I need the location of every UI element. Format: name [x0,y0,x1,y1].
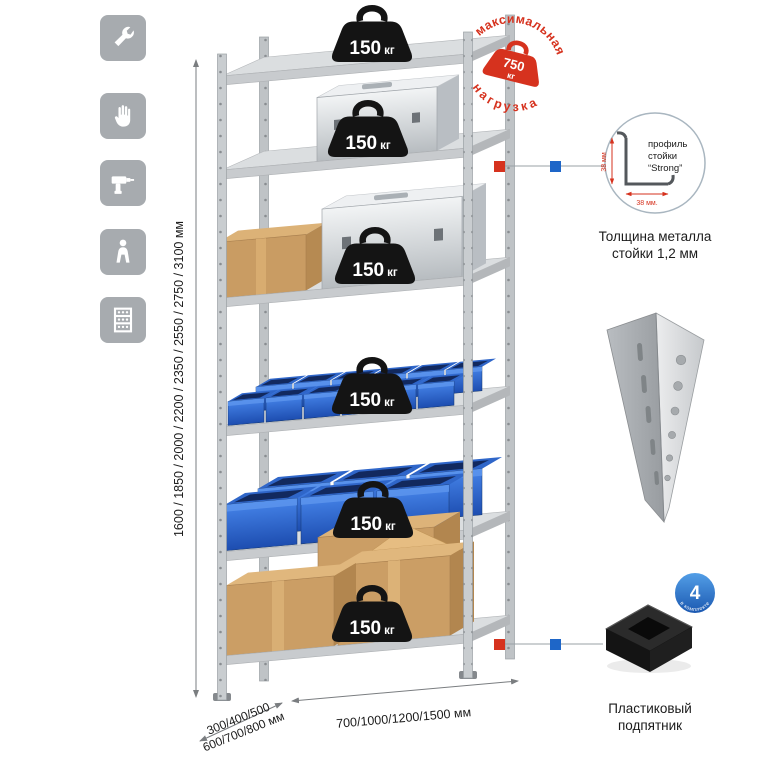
depth-dimension: 300/400/500 600/700/800 мм [199,700,286,754]
weight-unit: кг [387,267,398,279]
weight-value: 150 [349,618,381,639]
foot-caption-line1: Пластиковый [608,701,692,716]
weight-value: 150 [345,133,377,154]
height-dimension: 1600 / 1850 / 2000 / 2200 / 2350 / 2550 … [172,59,199,698]
rack-front-posts [213,31,477,701]
connector-marker-blue [550,639,561,650]
max-load-value: 750 [502,55,527,75]
profile-label-line3: “Strong” [648,163,682,174]
weight-value: 150 [352,260,384,281]
rack-rear-posts [259,14,515,682]
callout-connector-bottom [494,639,603,650]
profile-caption-line2: стойки 1,2 мм [612,246,698,261]
connector-marker-red [494,639,505,650]
connector-marker-blue [550,161,561,172]
weight-value: 150 [349,38,381,59]
weight-unit: кг [384,625,395,637]
profile-section-drawing [624,138,668,186]
width-dimension: 700/1000/1200/1500 мм [291,678,519,731]
callout-connector-top [494,161,606,172]
rack-icon [100,297,146,343]
profile-dim-horizontal: 38 мм. [636,200,657,207]
wrench-icon [100,15,146,61]
profile-callout: 38 мм 38 мм. профиль стойки “Strong” Тол… [599,112,712,261]
plastic-foot-image [605,604,693,673]
cardboard-box [217,222,326,299]
weight-unit: кг [384,397,395,409]
profile-label-line1: профиль [648,139,687,150]
connector-marker-red [494,161,505,172]
weight-unit: кг [384,45,395,57]
width-dimension-label: 700/1000/1200/1500 мм [336,705,472,731]
profile-caption-line1: Толщина металла [599,229,712,244]
foot-caption-line2: подпятник [618,718,682,733]
weight-value: 150 [350,514,382,535]
weight-unit: кг [385,521,396,533]
max-load-unit: кг [506,70,516,82]
profile-dim-vertical: 38 мм [601,152,608,172]
glove-icon [100,93,146,139]
foot-count-badge: 4 в комплекте [673,571,717,615]
height-dimension-label: 1600 / 1850 / 2000 / 2200 / 2350 / 2550 … [172,221,186,537]
badge-number: 4 [690,583,701,604]
drill-icon [100,160,146,206]
person-icon [100,229,146,275]
upright-profile-image [606,312,705,524]
shelf [221,511,511,666]
weight-value: 150 [349,390,381,411]
profile-label-line2: стойки [648,151,677,162]
weight-unit: кг [380,140,391,152]
